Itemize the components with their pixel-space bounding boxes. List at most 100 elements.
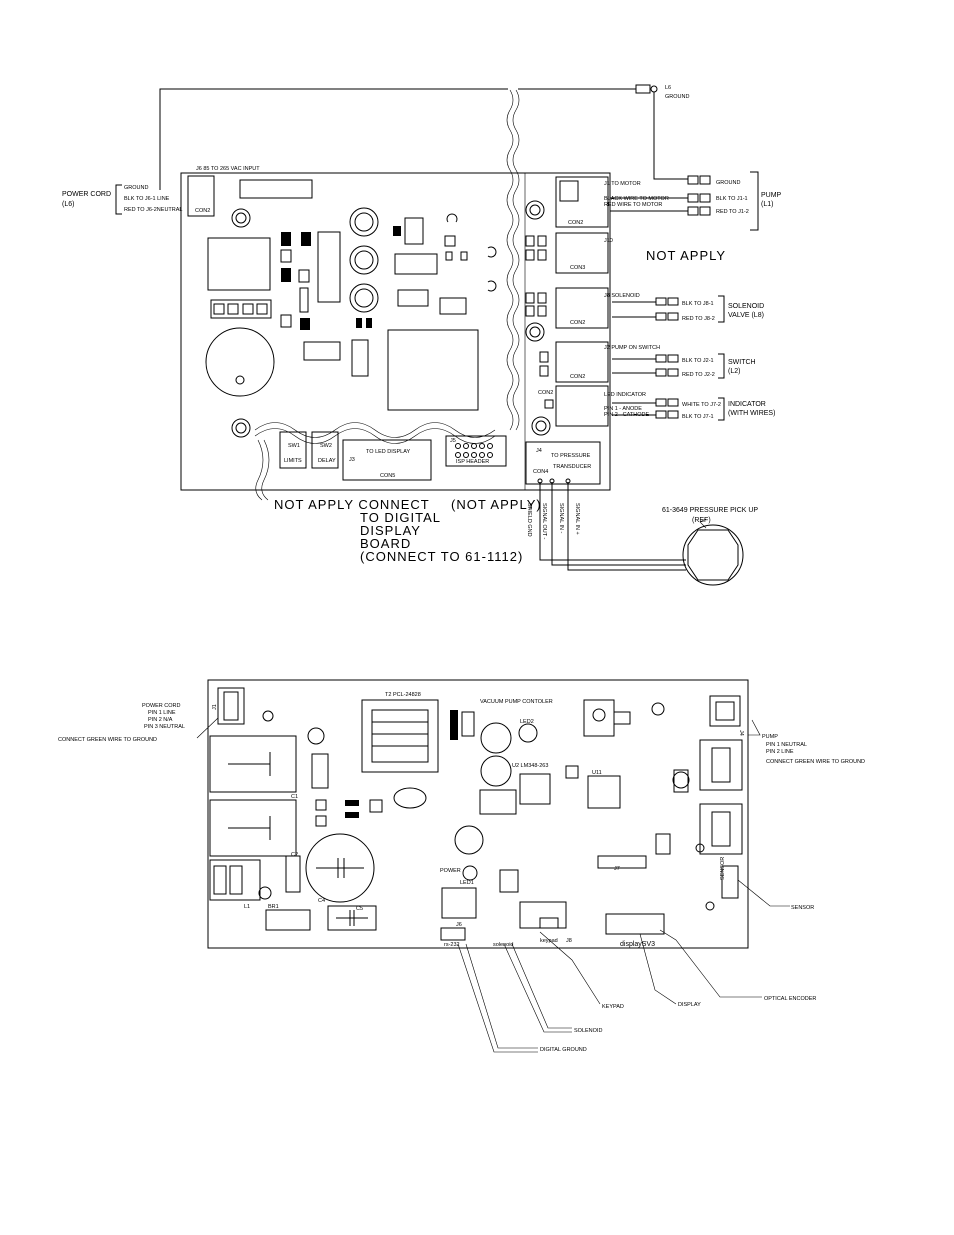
- j1-motor-label: J1 TO MOTOR: [604, 181, 641, 187]
- to-pressure-label: TO PRESSURE: [551, 453, 591, 459]
- pump-label: PUMP: [761, 192, 782, 199]
- b-pin1-line: PIN 1 LINE: [148, 710, 176, 716]
- sw2-label: SW2: [320, 443, 332, 449]
- pc-ground: GROUND: [124, 185, 148, 191]
- keypad-label: KEYPAD: [602, 1004, 624, 1010]
- wire-signal-in-minus: SIGNAL IN -: [558, 503, 564, 534]
- valve-label: VALVE (L8): [728, 312, 764, 319]
- pressure-pickup-ref: (REF): [692, 517, 711, 524]
- bottom-board-outline: [207, 679, 749, 949]
- wire-terminals: [655, 175, 711, 419]
- pump-ref: (L1): [761, 201, 773, 208]
- indicator-label: INDICATOR: [728, 401, 766, 408]
- b-pump-label: PUMP: [762, 734, 778, 740]
- displaysv3-label: displaySV3: [620, 941, 655, 948]
- sensor-label: SENSOR: [791, 905, 814, 911]
- wire-shield: SHIELD GND: [526, 503, 532, 537]
- j4-pressure-connector: [525, 441, 601, 485]
- j3-label: J3: [349, 457, 355, 463]
- j7-label: J7: [614, 866, 620, 872]
- display-word: DISPLAY: [360, 523, 421, 538]
- j2-switch-label: J2 PUMP ON SWITCH: [604, 345, 660, 351]
- to-digital: TO DIGITAL: [360, 510, 441, 525]
- sensor-small: SENSOR: [720, 857, 726, 880]
- con4-label: CON4: [533, 469, 548, 475]
- switch-label: SWITCH: [728, 359, 756, 366]
- setups-connector: [699, 803, 743, 855]
- b-pin1-neutral: PIN 1 NEUTRAL: [766, 742, 807, 748]
- c1-label: C1: [291, 794, 298, 800]
- solenoid-label: SOLENOID: [728, 303, 764, 310]
- pin2-cathode: PIN 2 - CATHODE: [604, 412, 649, 418]
- wire-signal-out: SIGNAL OUT -: [541, 503, 547, 540]
- solenoid-small: solenoid: [493, 942, 514, 948]
- j10-label: J10: [604, 238, 613, 244]
- right-connectors: [525, 176, 609, 427]
- displaysv3-connector: [605, 913, 665, 935]
- indicator-ref: (WITH WIRES): [728, 410, 775, 417]
- b-connect-green: CONNECT GREEN WIRE TO GROUND: [58, 737, 157, 743]
- board-word: BOARD: [360, 536, 411, 551]
- red-wire-label: RED WIRE TO MOTOR: [604, 202, 662, 208]
- ind-blk-label: BLK TO J7-1: [682, 414, 714, 420]
- u11-chip: [587, 775, 621, 809]
- digital-ground-label: DIGITAL GROUND: [540, 1047, 587, 1053]
- bottom-j1-connector: [217, 687, 245, 725]
- transformer-t2: [361, 699, 439, 773]
- power-led-label: POWER: [440, 868, 461, 874]
- c2-label: C2: [291, 852, 298, 858]
- capacitor-c4: [305, 833, 375, 903]
- pc-neutral: RED TO J6-2NEUTRAL: [124, 207, 182, 213]
- b-pin2-line: PIN 2 LINE: [766, 749, 794, 755]
- isp-header-label: ISP HEADER: [456, 459, 489, 465]
- pressure-pickup-label: 61-3649 PRESSURE PICK UP: [662, 507, 758, 514]
- j5-label: J5: [450, 438, 456, 444]
- c5-label: C5: [356, 906, 363, 912]
- con3-label: CON3: [570, 265, 585, 271]
- solenoid-label: SOLENOID: [574, 1028, 602, 1034]
- sw-red-label: RED TO J2-2: [682, 372, 715, 378]
- vacuum-label: VACUUM PUMP CONTOLER: [480, 699, 553, 705]
- j8-solenoid-label: J8 SOLENOID: [604, 293, 640, 299]
- capacitor-large: [205, 327, 275, 397]
- j4-label: J4: [536, 448, 542, 454]
- pressure-pickup: [682, 524, 744, 586]
- b-j1-label: J1: [212, 704, 218, 710]
- l6-ground-label: GROUND: [665, 94, 689, 100]
- display-label: DISPLAY: [678, 1002, 701, 1008]
- pump-blk-label: BLK TO J1-1: [716, 196, 748, 202]
- led2-label: LED2: [520, 719, 534, 725]
- limits-label: LIMITS: [284, 458, 302, 464]
- b-connect-green-right: CONNECT GREEN WIRE TO GROUND: [766, 759, 865, 765]
- j6-input-label: J6 85 TO 265 VAC INPUT: [196, 166, 260, 172]
- j6-label: J6: [456, 922, 462, 928]
- microcontroller: [387, 329, 479, 411]
- l6-label: L6: [665, 85, 671, 91]
- led-indicator-label: LED INDICATOR: [604, 392, 646, 398]
- led1-label: LED1: [460, 880, 474, 886]
- pump-red-label: RED TO J1-2: [716, 209, 749, 215]
- u11-label: U11: [592, 770, 602, 776]
- br1-label: BR1: [268, 904, 279, 910]
- con5-label: CON5: [380, 473, 395, 479]
- b-pin3-neutral: PIN 3 NEUTRAL: [144, 724, 185, 730]
- j5-isp-header: [445, 435, 507, 467]
- bottom-board-diagram: POWER CORD PIN 1 LINE PIN 2 N/A PIN 3 NE…: [58, 679, 865, 1053]
- pc-line: BLK TO J6-1 LINE: [124, 196, 170, 202]
- t2-label: T2 PCL-24828: [385, 692, 421, 698]
- keypad-small: keypad: [540, 938, 558, 944]
- b-pin2-na: PIN 2 N/A: [148, 717, 173, 723]
- not-apply-2: (NOT APPLY): [451, 497, 542, 512]
- j3-led-label: TO LED DISPLAY: [366, 449, 410, 455]
- sol-blk-label: BLK TO J8-1: [682, 301, 714, 307]
- black-wire-label: BLACK WIRE TO MOTOR: [604, 196, 669, 202]
- sw-blk-label: BLK TO J2-1: [682, 358, 714, 364]
- ind-white-label: WHITE TO J7-2: [682, 402, 721, 408]
- mounting-holes: [231, 200, 551, 438]
- b-power-cord: POWER CORD: [142, 703, 181, 709]
- sol-red-label: RED TO J8-2: [682, 316, 715, 322]
- con2-led: CON2: [538, 390, 553, 396]
- con2-j2: CON2: [570, 374, 585, 380]
- wire-signal-in-plus: SIGNAL IN +: [574, 503, 580, 535]
- c4-label: C4: [318, 898, 325, 904]
